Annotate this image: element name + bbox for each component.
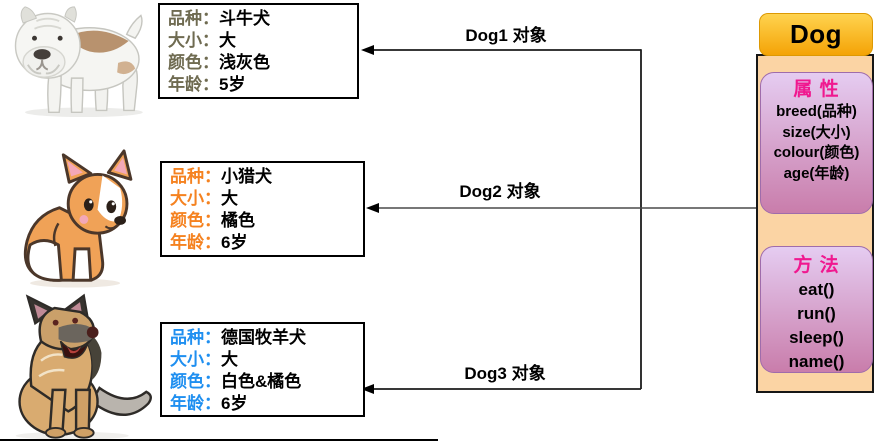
attribute-row: 大小：大	[168, 30, 349, 52]
attribute-label: 品种	[170, 167, 204, 186]
attribute-row: 大小：大	[170, 349, 355, 371]
dog-class-title: Dog	[759, 13, 873, 56]
separator-colon: ：	[204, 372, 221, 391]
attributes-section-title: 属 性	[793, 79, 840, 100]
attribute-row: 大小：大	[170, 188, 355, 210]
separator-colon: ：	[204, 189, 221, 208]
attribute-label: 年龄	[170, 394, 204, 413]
attribute-value: 小猎犬	[221, 167, 272, 186]
separator-colon: ：	[202, 9, 219, 28]
separator-colon: ：	[204, 167, 221, 186]
attribute-value: 浅灰色	[219, 53, 270, 72]
attribute-row: 品种：斗牛犬	[168, 8, 349, 30]
attribute-row: 年龄：6岁	[170, 393, 355, 415]
attributes-section: 属 性 breed(品种) size(大小) colour(颜色) age(年龄…	[760, 72, 873, 214]
method-item: name()	[788, 352, 845, 371]
attribute-value: 大	[221, 350, 238, 369]
attribute-row: 颜色：白色&橘色	[170, 371, 355, 393]
separator-colon: ：	[202, 31, 219, 50]
bottom-border-line	[0, 439, 438, 441]
separator-colon: ：	[204, 350, 221, 369]
attribute-label: 大小	[170, 189, 204, 208]
dog1-attribute-box: 品种：斗牛犬 大小：大 颜色：浅灰色 年龄：5岁	[158, 3, 359, 99]
arrowhead-dog1	[361, 45, 374, 55]
arrow-label-dog3: Dog3 对象	[464, 364, 546, 383]
attribute-value: 橘色	[221, 211, 255, 230]
attribute-label: 年龄	[170, 233, 204, 252]
method-item: eat()	[798, 280, 835, 299]
attribute-value: 大	[219, 31, 236, 50]
methods-section: 方 法 eat() run() sleep() name()	[760, 246, 873, 373]
attribute-row: 品种：德国牧羊犬	[170, 327, 355, 349]
attribute-label: 颜色	[170, 372, 204, 391]
attribute-row: 品种：小猎犬	[170, 166, 355, 188]
attribute-value: 5岁	[219, 75, 246, 94]
attribute-label: 大小	[168, 31, 202, 50]
attribute-row: 颜色：浅灰色	[168, 52, 349, 74]
separator-colon: ：	[204, 394, 221, 413]
attribute-label: 颜色	[168, 53, 202, 72]
attribute-row: 年龄：5岁	[168, 74, 349, 96]
attribute-label: 颜色	[170, 211, 204, 230]
separator-colon: ：	[204, 233, 221, 252]
attribute-item: breed(品种)	[776, 103, 857, 120]
attribute-row: 年龄：6岁	[170, 232, 355, 254]
attribute-label: 年龄	[168, 75, 202, 94]
bulldog-image	[14, 6, 143, 118]
attribute-value: 德国牧羊犬	[221, 328, 306, 347]
attribute-item: size(大小)	[782, 123, 851, 141]
method-item: run()	[797, 304, 836, 323]
dog3-attribute-box: 品种：德国牧羊犬 大小：大 颜色：白色&橘色 年龄：6岁	[160, 322, 365, 417]
attribute-item: colour(颜色)	[773, 144, 860, 161]
attribute-value: 大	[221, 189, 238, 208]
attribute-label: 品种	[170, 328, 204, 347]
attribute-value: 白色&橘色	[221, 372, 302, 391]
separator-colon: ：	[204, 328, 221, 347]
attribute-label: 品种	[168, 9, 202, 28]
attribute-row: 颜色：橘色	[170, 210, 355, 232]
attribute-item: age(年龄)	[783, 164, 850, 182]
separator-colon: ：	[202, 75, 219, 94]
dog2-attribute-box: 品种：小猎犬 大小：大 颜色：橘色 年龄：6岁	[160, 161, 365, 257]
methods-section-title: 方 法	[793, 255, 840, 276]
attribute-value: 6岁	[221, 394, 248, 413]
arrow-label-dog1: Dog1 对象	[465, 26, 547, 45]
corgi-image	[23, 149, 133, 288]
attribute-value: 6岁	[221, 233, 248, 252]
attribute-value: 斗牛犬	[219, 9, 270, 28]
attribute-label: 大小	[170, 350, 204, 369]
arrowhead-dog2	[366, 203, 379, 213]
arrow-label-dog2: Dog2 对象	[459, 182, 541, 201]
dog-class-title-text: Dog	[789, 19, 843, 49]
method-item: sleep()	[789, 328, 844, 347]
separator-colon: ：	[202, 53, 219, 72]
separator-colon: ：	[204, 211, 221, 230]
german-shepherd-image	[15, 293, 152, 440]
